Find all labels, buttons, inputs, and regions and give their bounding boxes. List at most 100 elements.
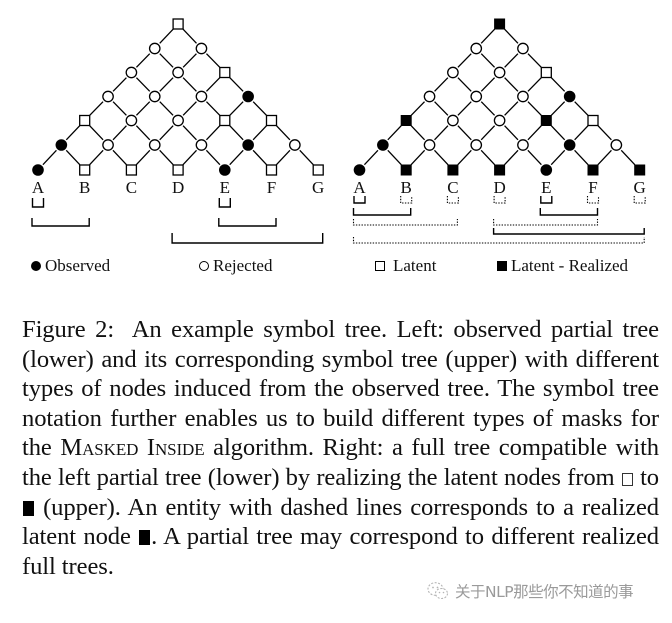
solid-span-bracket (540, 196, 553, 204)
leaf-label: B (401, 178, 412, 197)
latent-node (79, 114, 91, 127)
rejected-node (195, 139, 208, 151)
rejected-node (102, 90, 114, 103)
tree-edge (205, 149, 221, 166)
solid-span-bracket (218, 198, 231, 208)
tree-edge (229, 149, 244, 166)
tree-edge (527, 77, 542, 92)
tree-edge (135, 149, 151, 166)
filled-square-icon (139, 530, 151, 546)
wechat-icon (427, 582, 449, 600)
caption-text-3: to (633, 463, 660, 491)
dashed-span-bracket (586, 196, 600, 204)
tree-nodes (353, 18, 646, 176)
algorithm-name: Masked Inside (60, 434, 205, 462)
tree-edge (457, 149, 472, 166)
leaf-label: B (79, 178, 90, 197)
rejected-node (493, 66, 506, 79)
tree-edge (574, 101, 589, 116)
tree-edge (480, 149, 496, 166)
tree-edge (410, 149, 426, 166)
tree-edge (550, 101, 566, 116)
tree-edge (229, 77, 244, 92)
tree-edge (159, 125, 174, 141)
latent-realized-node (634, 164, 646, 176)
latent-node (312, 164, 324, 176)
caption-text-5: . A partial tree may correspond to diffe… (22, 523, 660, 580)
observed-node (219, 164, 231, 176)
tree-edge (182, 77, 197, 92)
tree-edges (363, 28, 636, 166)
filled-square-icon (497, 261, 507, 272)
tree-edge (527, 149, 542, 166)
watermark-text: 关于NLP那些你不知道的事 (455, 583, 634, 601)
tree-edge (205, 125, 221, 141)
tree-edge (229, 125, 244, 141)
tree-edge (457, 125, 472, 141)
leaf-label: A (32, 178, 45, 197)
solid-span-bracket (352, 208, 412, 216)
rejected-node (517, 42, 529, 55)
rejected-node (125, 114, 138, 127)
legend-rejected: Rejected (199, 255, 272, 277)
tree-nodes (32, 18, 324, 176)
dashed-span-bracket (493, 196, 506, 204)
tree-edge (434, 77, 449, 92)
tree-edge (112, 77, 127, 92)
solid-span-bracket (218, 218, 277, 227)
solid-span-bracket (353, 196, 366, 204)
tree-edge (480, 53, 496, 68)
tree-edge (387, 125, 402, 141)
tree-edge (135, 125, 151, 141)
rejected-node (470, 90, 483, 103)
latent-node (265, 114, 278, 127)
dashed-span-bracket (446, 196, 459, 204)
tree-edge (112, 125, 127, 141)
rejected-node (102, 139, 114, 151)
observed-node (242, 139, 254, 151)
tree-edge (89, 149, 104, 166)
rejected-node (517, 139, 529, 151)
filled-square-icon (23, 500, 34, 516)
rejected-node (423, 139, 436, 151)
observed-node (32, 164, 44, 176)
rejected-node (470, 139, 483, 151)
rejected-node (148, 139, 161, 151)
rejected-node (423, 90, 436, 103)
tree-edge (527, 125, 542, 141)
tree-edge (159, 28, 174, 44)
latent-node (172, 18, 184, 30)
watermark: 关于NLP那些你不知道的事 (427, 579, 634, 603)
dashed-span-bracket (352, 219, 458, 226)
tree-edge (299, 149, 314, 166)
rejected-node (148, 90, 161, 103)
latent-node (219, 114, 231, 127)
solid-span-bracket (492, 228, 645, 235)
tree-edge (550, 149, 566, 166)
tree-edge (159, 53, 174, 68)
open-square-icon (621, 472, 633, 486)
rejected-node (172, 114, 184, 127)
tree-edge (252, 149, 268, 166)
rejected-node (470, 42, 483, 55)
leaf-label: D (172, 178, 184, 197)
tree-edge (229, 101, 244, 116)
leaf-label: F (267, 178, 276, 197)
leaf-label: G (634, 178, 646, 197)
tree-edge (457, 53, 472, 68)
legend-latent-realized: Latent - Realized (497, 255, 628, 277)
latent-realized-node (494, 164, 506, 176)
rejected-node (195, 42, 208, 55)
tree-edge (550, 77, 566, 92)
rejected-node (125, 66, 138, 79)
legend-latent: Latent (375, 255, 436, 277)
latent-node (219, 66, 231, 79)
dashed-span-bracket (493, 219, 599, 226)
tree-edge (206, 77, 221, 92)
tree-edge (135, 77, 151, 92)
caption-prefix: Figure 2: (22, 316, 115, 343)
tree-edge (252, 101, 267, 116)
tree-edge (504, 77, 519, 92)
leaf-label: E (220, 178, 230, 197)
